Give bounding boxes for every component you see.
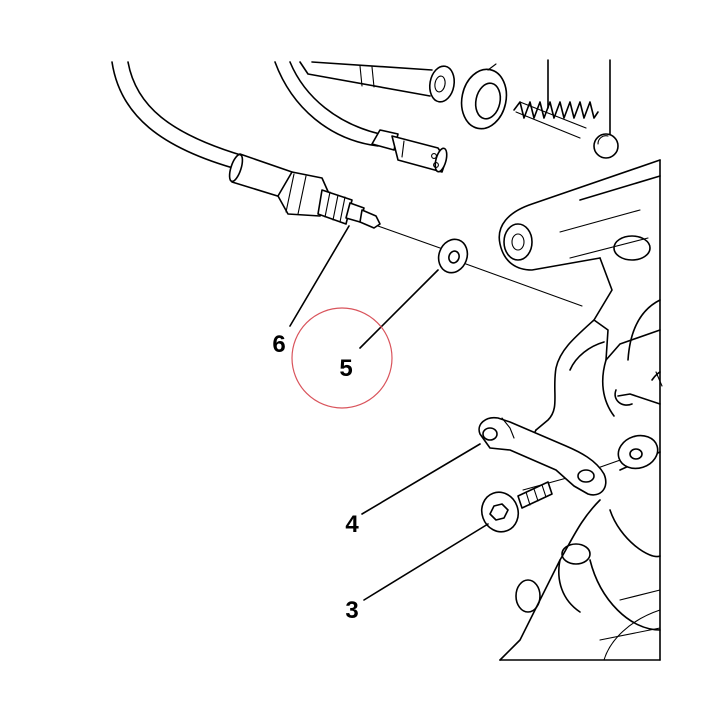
highlight-circle xyxy=(291,307,393,409)
bolt-part-3 xyxy=(480,481,553,533)
connector-plug xyxy=(371,129,448,173)
sensor-body xyxy=(228,153,381,229)
washer-lower xyxy=(617,434,659,470)
leader-line-6 xyxy=(289,225,350,327)
leader-line-4 xyxy=(361,443,481,515)
engine-housing xyxy=(498,159,663,661)
callout-4: 4 xyxy=(345,511,359,538)
spring xyxy=(513,59,599,139)
callout-6: 6 xyxy=(272,331,285,358)
leader-line-5 xyxy=(359,269,439,349)
leader-line-3 xyxy=(363,523,489,601)
ball xyxy=(593,59,619,159)
seal-ring xyxy=(460,63,508,130)
upper-tube xyxy=(299,61,456,103)
washer-part-5 xyxy=(437,238,469,274)
callout-5: 5 xyxy=(339,355,352,382)
bracket-part-4 xyxy=(478,416,607,496)
callout-3: 3 xyxy=(345,597,358,624)
leader-lines xyxy=(289,225,489,601)
assembly-axis-lines xyxy=(377,225,627,491)
sensor-cable xyxy=(111,61,381,171)
